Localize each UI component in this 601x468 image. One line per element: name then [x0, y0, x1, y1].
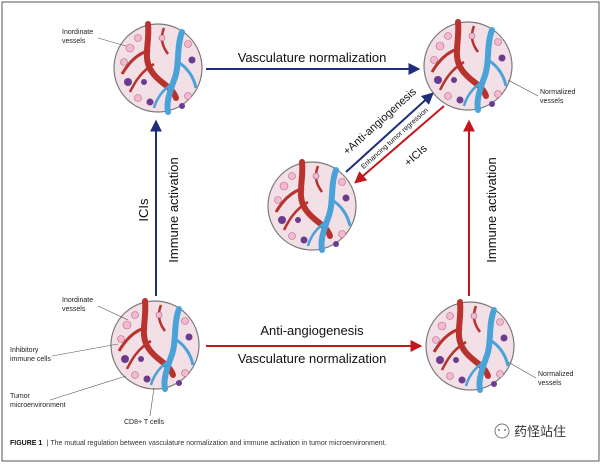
label-bottom-anti: Anti-angiogenesis [260, 323, 364, 338]
label-right-immune: Immune activation [484, 157, 499, 263]
watermark-text: 药怪站住 [514, 424, 566, 439]
tissue-top-left [114, 24, 202, 112]
label-inordinate-bottom: Inordinate vessels [62, 297, 95, 313]
label-top-vasculature: Vasculature normalization [238, 50, 387, 65]
watermark-logo [494, 423, 510, 439]
figure-label: FIGURE 1 [10, 440, 42, 447]
label-normalized-top: Normalized vessels [540, 89, 577, 105]
label-left-immune: Immune activation [166, 157, 181, 263]
label-normalized-bottom: Normalized vessels [538, 371, 575, 387]
caption-text: The mutual regulation between vasculatur… [50, 440, 386, 447]
label-left-icis: ICIs [136, 198, 151, 222]
figure-caption: FIGURE 1 | The mutual regulation between… [10, 432, 387, 449]
tissue-top-right [424, 22, 512, 110]
label-inhibitory: Inhibitory immune cells [10, 347, 51, 363]
label-cd8: CD8+ T cells [124, 419, 165, 426]
tissue-bottom-left [111, 301, 199, 389]
arrow-diagonal-down [354, 105, 445, 184]
tissue-bottom-right [426, 302, 514, 390]
tissue-center [268, 162, 356, 250]
label-inordinate-top: Inordinate vessels [62, 29, 95, 45]
label-bottom-vasculature: Vasculature normalization [238, 351, 387, 366]
arrow-diagonal-up [345, 92, 434, 173]
label-tumor: Tumor microenvironment [10, 393, 66, 409]
caption-separator: | [47, 440, 51, 447]
